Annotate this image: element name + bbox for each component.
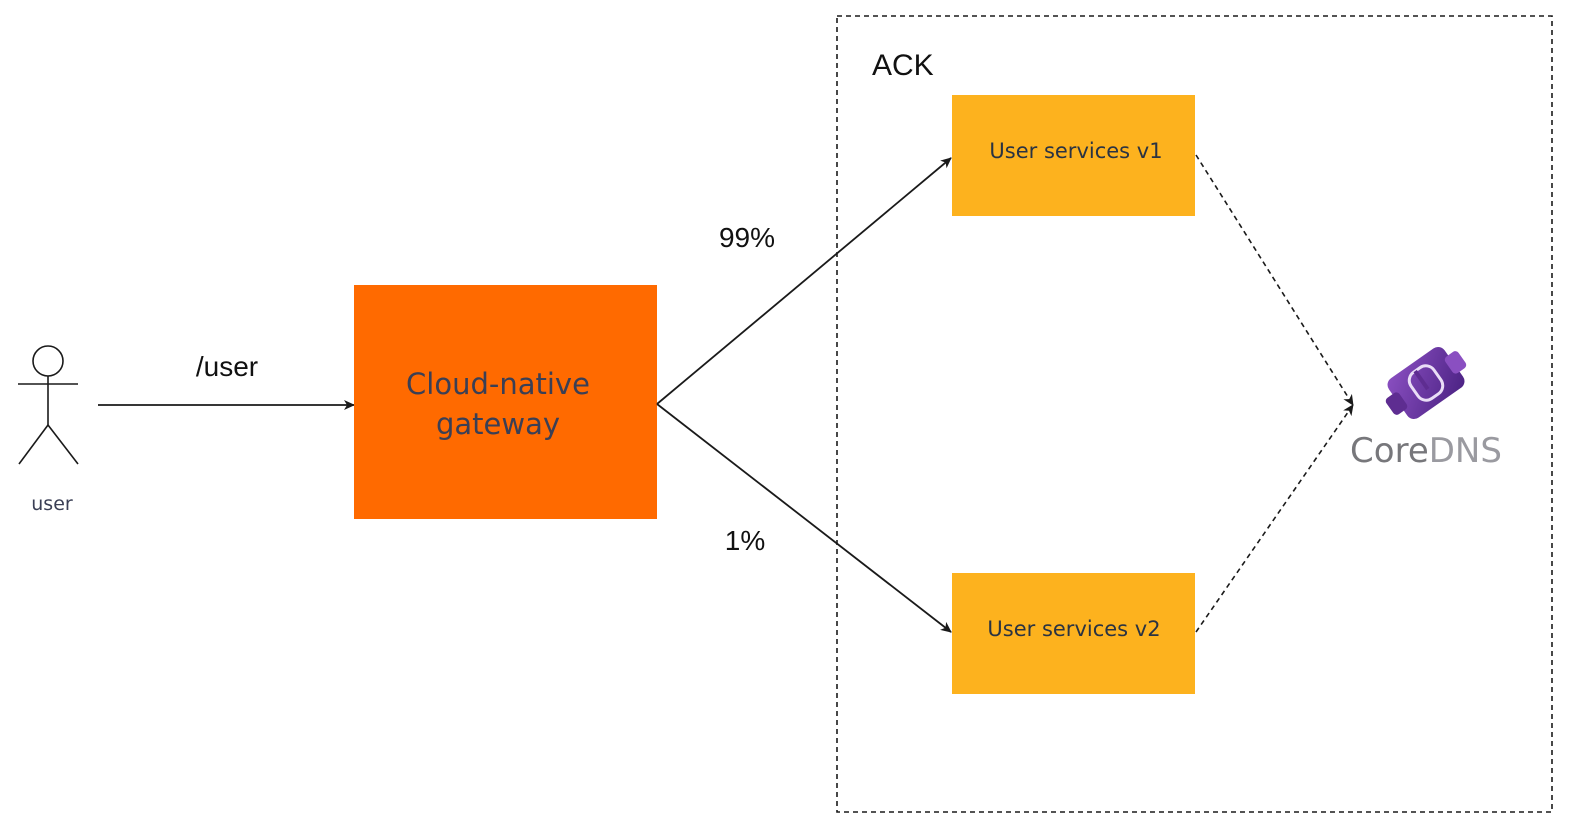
coredns-logo-icon <box>1385 346 1467 420</box>
gateway-label-line2: gateway <box>436 407 560 441</box>
coredns-wordmark-core: Core <box>1350 431 1429 471</box>
dns-arrow-v1 <box>1195 154 1354 406</box>
coredns-wordmark: CoreDNS <box>1350 431 1502 471</box>
weight-label-v2: 1% <box>725 525 765 556</box>
weight-label-v1: 99% <box>719 222 775 253</box>
gateway-box[interactable] <box>354 285 657 519</box>
route-arrow-v2 <box>656 403 952 633</box>
service-v1-label: User services v1 <box>989 139 1162 163</box>
service-v2-box[interactable] <box>952 573 1195 694</box>
request-path-label: /user <box>196 351 258 382</box>
actor-label: user <box>31 493 73 515</box>
service-v1-box[interactable] <box>952 95 1195 216</box>
ack-cluster-label: ACK <box>872 49 934 82</box>
ack-cluster-boundary <box>836 15 1553 813</box>
person-icon <box>18 345 79 465</box>
gateway-label-line1: Cloud-native <box>406 367 590 401</box>
service-v2-label: User services v2 <box>987 617 1160 641</box>
route-arrow-v1 <box>656 157 952 405</box>
coredns-wordmark-dns: DNS <box>1429 431 1502 471</box>
dns-arrow-v2 <box>1195 404 1354 633</box>
